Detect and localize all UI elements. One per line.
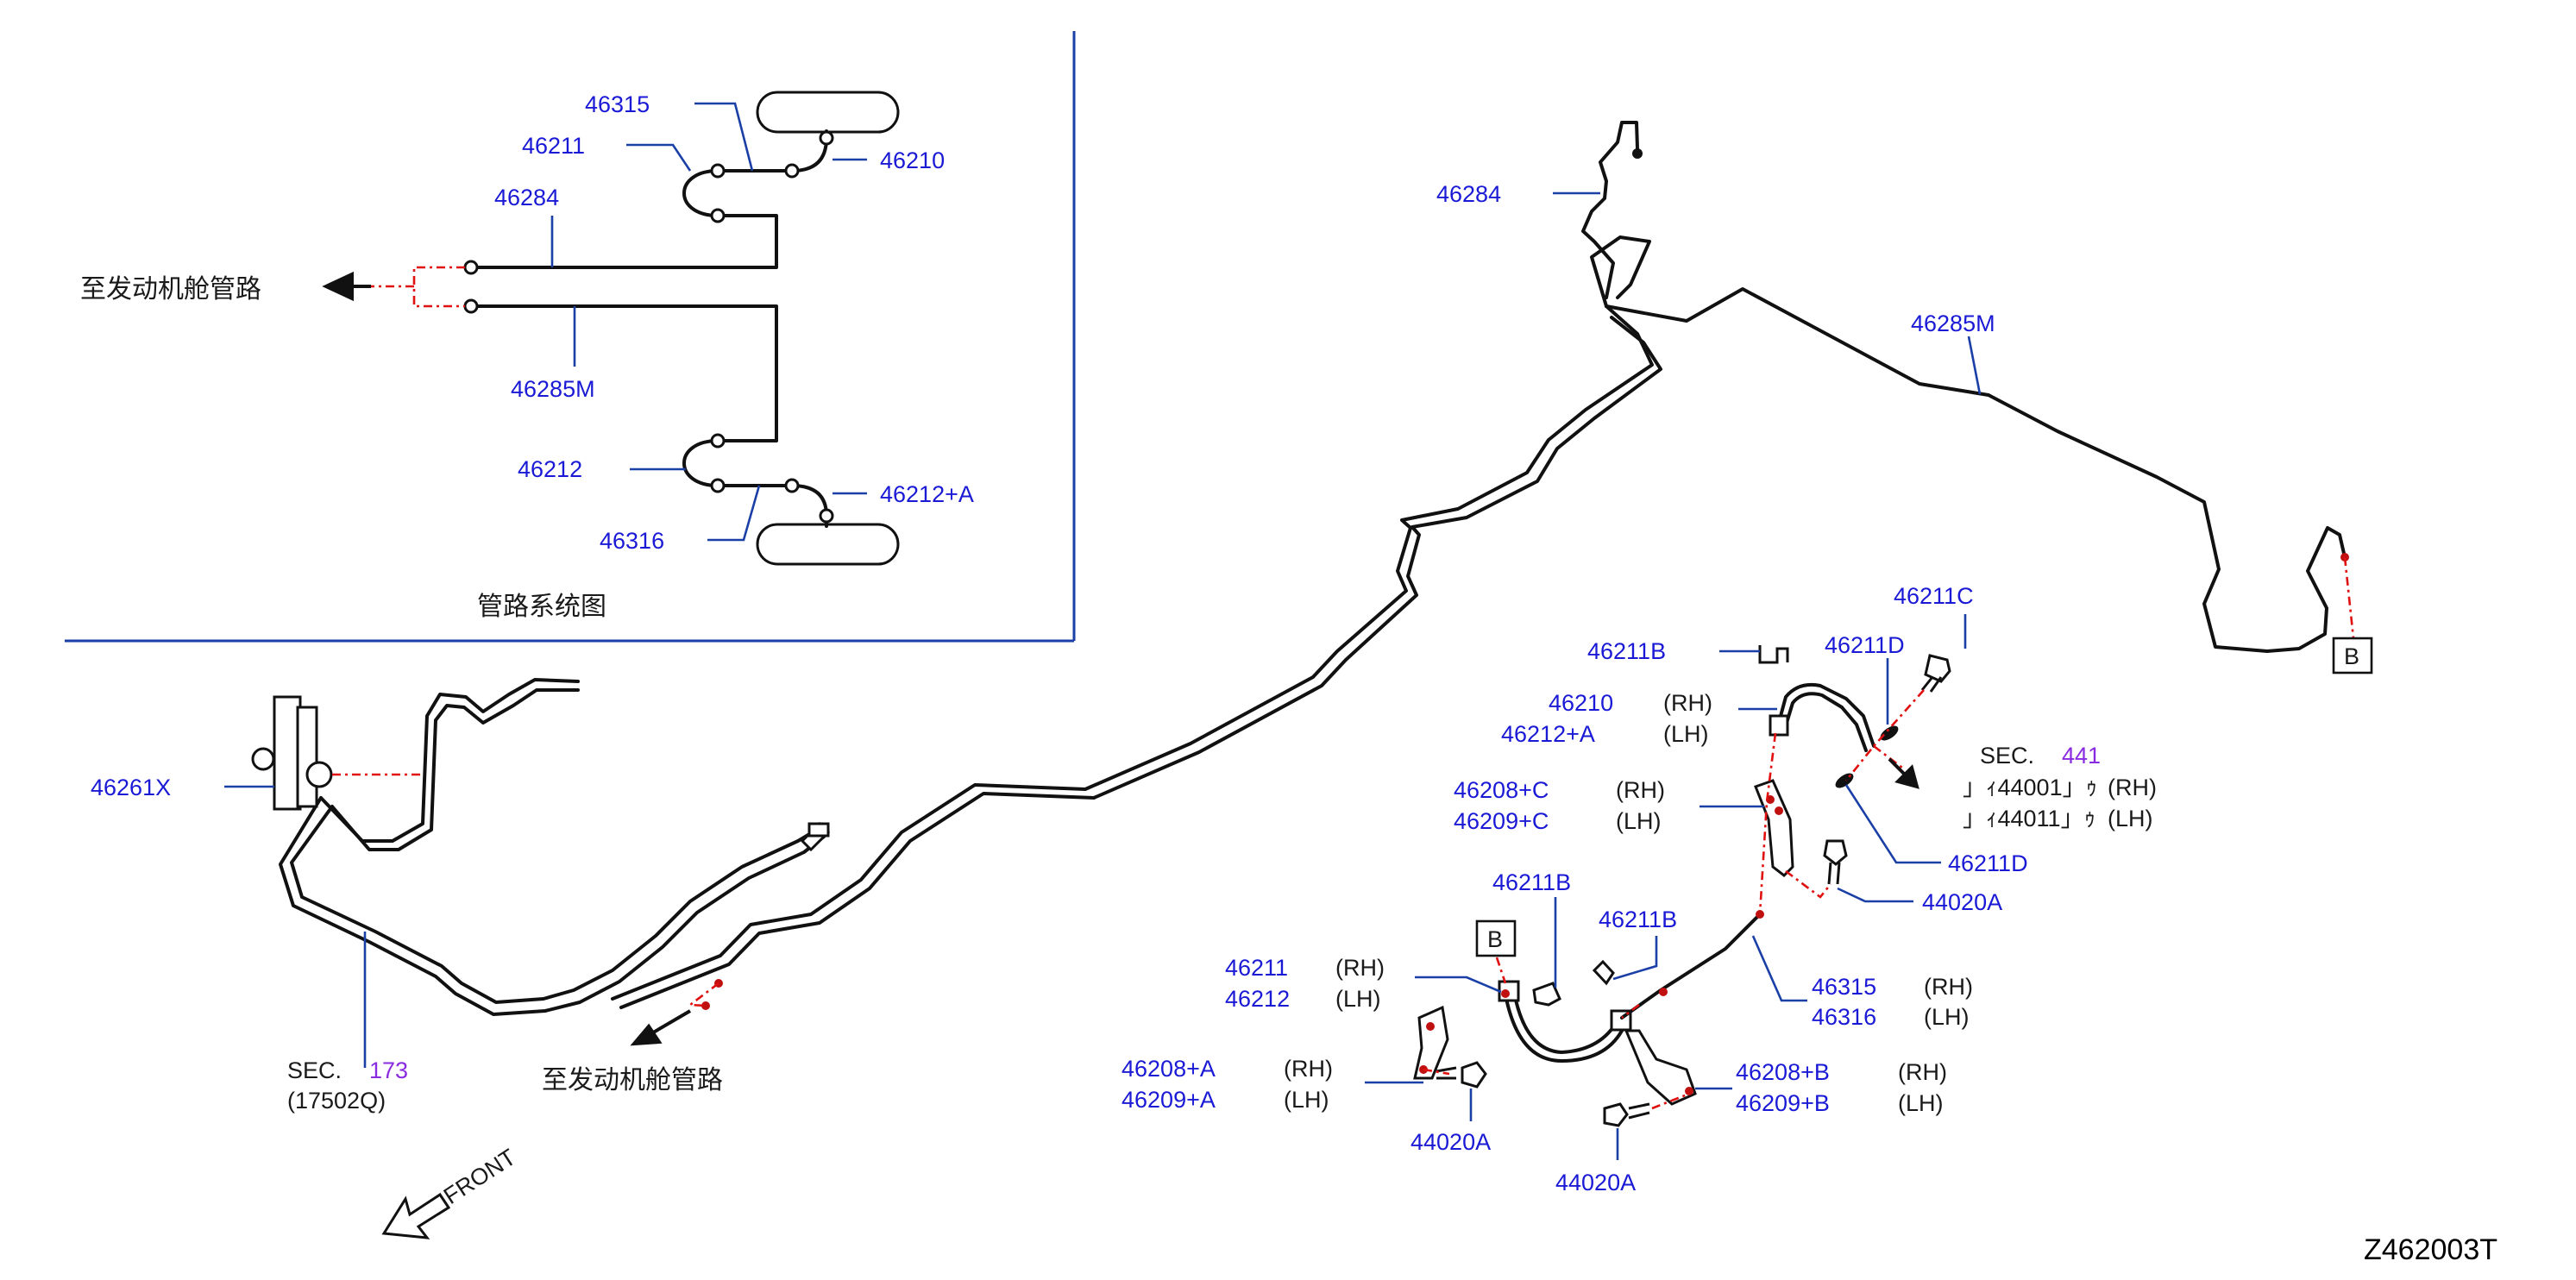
- label-46209C-lh: (LH): [1616, 808, 1662, 834]
- ref-box-b-top-label: B: [2344, 643, 2359, 669]
- label-46209B-lh: (LH): [1898, 1090, 1944, 1116]
- sec441-lh: (LH): [2108, 806, 2153, 831]
- sec441-sec: SEC.: [1980, 743, 2034, 769]
- label-46211D-top: 46211D: [1825, 632, 1905, 658]
- label-46315-rh: (RH): [1924, 974, 1973, 1000]
- inset-to-engine-label: 至发动机舱管路: [80, 274, 261, 304]
- sec441-num: 441: [2062, 743, 2101, 769]
- inset-label-46212A: 46212+A: [880, 481, 974, 507]
- label-46209A-lh: (LH): [1284, 1087, 1329, 1113]
- label-46284: 46284: [1436, 181, 1501, 207]
- label-44020A-right: 44020A: [1922, 889, 2002, 915]
- label-46212-lh: (LH): [1335, 986, 1381, 1012]
- label-46211B-a: 46211B: [1492, 869, 1571, 895]
- to-engine-arrow-icon: [630, 1009, 692, 1046]
- sec173-sub: (17502Q): [287, 1088, 386, 1114]
- left-hose-assembly: [251, 678, 831, 1016]
- inset-label-46285M: 46285M: [511, 376, 595, 402]
- inset-label-46211: 46211: [522, 133, 585, 159]
- inset-caption: 管路系统图: [477, 592, 606, 622]
- label-46208C-rh: (RH): [1616, 777, 1665, 803]
- label-46208B: 46208+B: [1736, 1059, 1830, 1085]
- inset-label-46284: 46284: [494, 185, 559, 210]
- sec173-sec: SEC.: [287, 1057, 342, 1083]
- inset-label-46316: 46316: [600, 528, 664, 554]
- label-46211B-top: 46211B: [1587, 638, 1666, 664]
- inset-panel: 46315 46211 46210 46284 46285M 46212 462…: [65, 31, 1076, 643]
- label-44020A-bottom: 44020A: [1555, 1170, 1636, 1195]
- label-46316: 46316: [1812, 1004, 1876, 1030]
- ref-box-b-top: [2332, 637, 2373, 675]
- label-46316-lh: (LH): [1924, 1004, 1970, 1030]
- label-46211C: 46211C: [1894, 583, 1974, 609]
- inset-upper-cylinder: [756, 91, 900, 134]
- inset-label-46210: 46210: [880, 147, 945, 173]
- label-46211: 46211: [1225, 955, 1288, 981]
- label-46211D-low: 46211D: [1948, 850, 2028, 876]
- ref-box-b-low: [1475, 919, 1517, 957]
- label-46211-rh: (RH): [1335, 955, 1385, 981]
- label-46285M: 46285M: [1911, 311, 1995, 336]
- sec173-num: 173: [369, 1057, 408, 1083]
- label-46210: 46210: [1549, 690, 1613, 716]
- right-detail-group: [1413, 645, 1951, 1127]
- ref-box-b-low-label: B: [1487, 926, 1503, 952]
- sec441-rh-code: 」ｨ44001」ｩ: [1963, 775, 2097, 800]
- main-rear-pipe: [611, 121, 2355, 1046]
- label-46315: 46315: [1812, 974, 1876, 1000]
- label-46211B-b: 46211B: [1599, 907, 1677, 932]
- inset-lower-cylinder: [756, 523, 900, 566]
- label-46209C: 46209+C: [1454, 808, 1549, 834]
- front-label: FRONT: [439, 1144, 520, 1209]
- front-arrow-icon: [381, 1192, 451, 1239]
- inset-connectors: [463, 130, 834, 524]
- sec441-lh-code: 」ｨ44011」ｩ: [1963, 806, 2095, 831]
- inset-label-46212: 46212: [518, 456, 582, 482]
- label-46208A: 46208+A: [1122, 1056, 1216, 1082]
- label-46212A-lh: (LH): [1663, 721, 1709, 747]
- label-46208A-rh: (RH): [1284, 1056, 1333, 1082]
- label-44020A-left: 44020A: [1411, 1129, 1491, 1155]
- label-46212: 46212: [1225, 986, 1290, 1012]
- label-46212A: 46212+A: [1501, 721, 1595, 747]
- to-engine-label: 至发动机舱管路: [542, 1065, 723, 1095]
- label-46210-rh: (RH): [1663, 690, 1712, 716]
- label-46261X: 46261X: [91, 775, 171, 800]
- sec441-arrow-icon: [1888, 757, 1919, 789]
- label-46209A: 46209+A: [1122, 1087, 1216, 1113]
- label-46208C: 46208+C: [1454, 777, 1549, 803]
- sec441-rh: (RH): [2108, 775, 2157, 800]
- inset-arrow-icon: [322, 271, 371, 302]
- inset-label-46315: 46315: [585, 91, 650, 117]
- drawing-code: Z462003T: [2364, 1233, 2497, 1266]
- label-46209B: 46209+B: [1736, 1090, 1830, 1116]
- label-46208B-rh: (RH): [1898, 1059, 1947, 1085]
